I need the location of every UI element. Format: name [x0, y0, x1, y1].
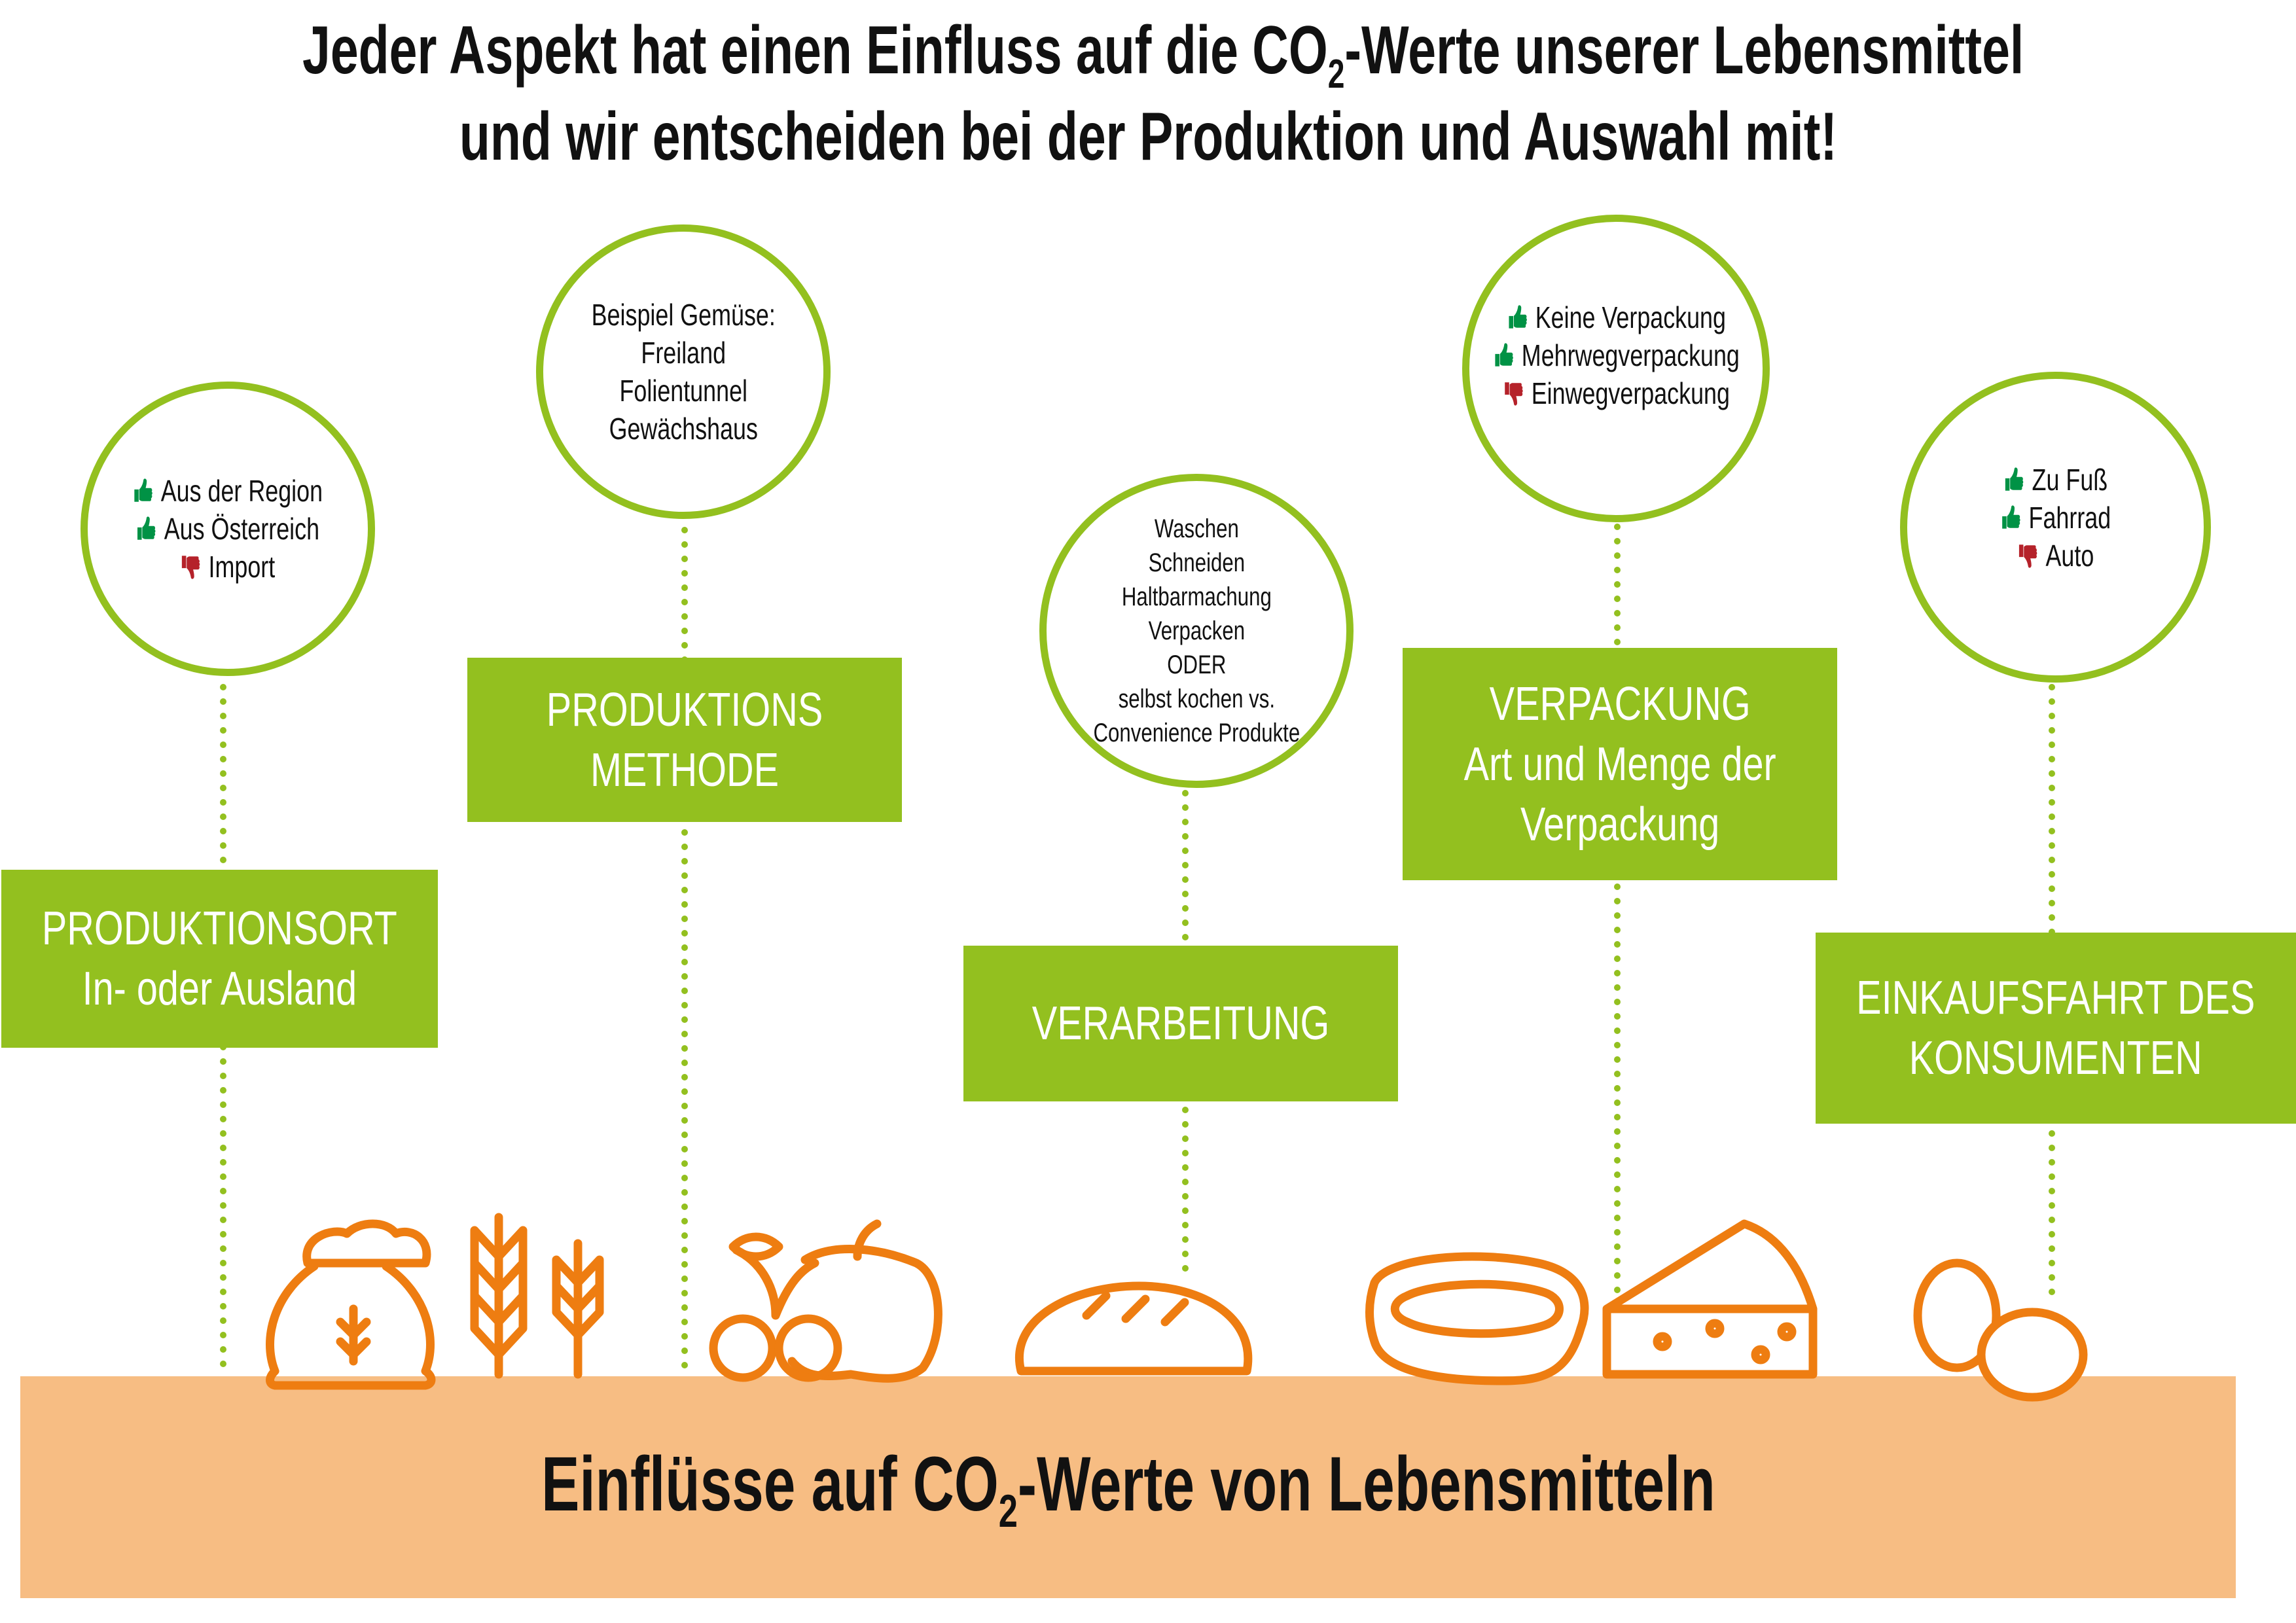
box-subtitle: In- oder Ausland — [82, 963, 357, 1015]
box-title: EINKAUFSFAHRT DES — [1856, 972, 2255, 1024]
box-produktionsort: PRODUKTIONSORT In- oder Ausland — [1, 870, 438, 1048]
bread-icon — [1015, 1281, 1253, 1376]
meat-icon — [1365, 1252, 1589, 1385]
circle-item: Auto — [2045, 538, 2094, 573]
flour-sack-icon — [266, 1219, 436, 1390]
footer-text: -Werte von Lebensmitteln — [1017, 1441, 1715, 1527]
headline-line-2: und wir entscheiden bei der Produktion u… — [0, 98, 2296, 176]
circle-item: Waschen — [1154, 514, 1239, 543]
circle-item: ODER — [1166, 651, 1227, 679]
footer-text: Einflüsse auf CO — [541, 1441, 999, 1527]
circle-verpackung: Keine Verpackung Mehrwegverpackung Einwe… — [1462, 215, 1770, 522]
circle-item: Import — [208, 550, 276, 584]
box-title: KONSUMENTEN — [1909, 1032, 2203, 1084]
fruit-icon — [709, 1219, 942, 1383]
circle-produktionsmethode: Beispiel Gemüse: Freiland Folientunnel G… — [536, 224, 831, 519]
box-title: PRODUKTIONS — [546, 683, 823, 736]
circle-item: Zu Fuß — [2032, 462, 2108, 497]
box-title: METHODE — [590, 743, 779, 796]
headline-text: -Werte unserer Lebensmittel — [1344, 12, 2024, 88]
box-subtitle: Verpackung — [1520, 798, 1720, 851]
footer-title: Einflüsse auf CO2-Werte von Lebensmittel… — [20, 1440, 2236, 1538]
box-produktionsmethode: PRODUKTIONS METHODE — [467, 658, 902, 822]
footer-band — [20, 1376, 2236, 1598]
circle-item: Einwegverpackung — [1531, 376, 1730, 410]
circle-item: Mehrwegverpackung — [1521, 338, 1740, 372]
circle-produktionsort: Aus der Region Aus Österreich Import — [81, 382, 375, 676]
headline-text: und wir entscheiden bei der Produktion u… — [459, 99, 1837, 175]
circle-item: selbst kochen vs. — [1118, 685, 1275, 713]
box-title: VERARBEITUNG — [1031, 997, 1330, 1050]
circle-item: Haltbarmachung — [1121, 582, 1272, 611]
circle-einkaufsfahrt: Zu Fuß Fahrrad Auto — [1900, 372, 2211, 683]
headline-line-1: Jeder Aspekt hat einen Einfluss auf die … — [0, 12, 2296, 98]
circle-item: Aus Österreich — [164, 512, 320, 546]
circle-item: Beispiel Gemüse: — [591, 298, 776, 332]
box-subtitle: Art und Menge der — [1463, 738, 1776, 791]
box-title: VERPACKUNG — [1489, 677, 1751, 730]
headline-text: Jeder Aspekt hat einen Einfluss auf die … — [302, 12, 1328, 88]
circle-item: Folientunnel — [619, 374, 747, 408]
box-einkaufsfahrt: EINKAUFSFAHRT DES KONSUMENTEN — [1816, 933, 2296, 1124]
subscript: 2 — [1327, 51, 1345, 97]
circle-item: Verpacken — [1148, 616, 1245, 645]
circle-verarbeitung: Waschen Schneiden Haltbarmachung Verpack… — [1039, 474, 1354, 788]
circle-item: Convenience Produkte — [1093, 719, 1300, 747]
box-verarbeitung: VERARBEITUNG — [963, 946, 1398, 1101]
circle-item: Fahrrad — [2028, 500, 2111, 535]
box-title: PRODUKTIONSORT — [42, 902, 398, 955]
circle-item: Schneiden — [1148, 548, 1245, 577]
circle-item: Aus der Region — [161, 474, 323, 508]
eggs-icon — [1913, 1258, 2088, 1402]
wheat-icon — [470, 1213, 604, 1379]
circle-item: Freiland — [641, 336, 726, 370]
circle-item: Keine Verpackung — [1535, 300, 1726, 334]
circle-item: Gewächshaus — [609, 412, 758, 446]
subscript: 2 — [998, 1485, 1018, 1537]
cheese-icon — [1602, 1219, 1818, 1379]
